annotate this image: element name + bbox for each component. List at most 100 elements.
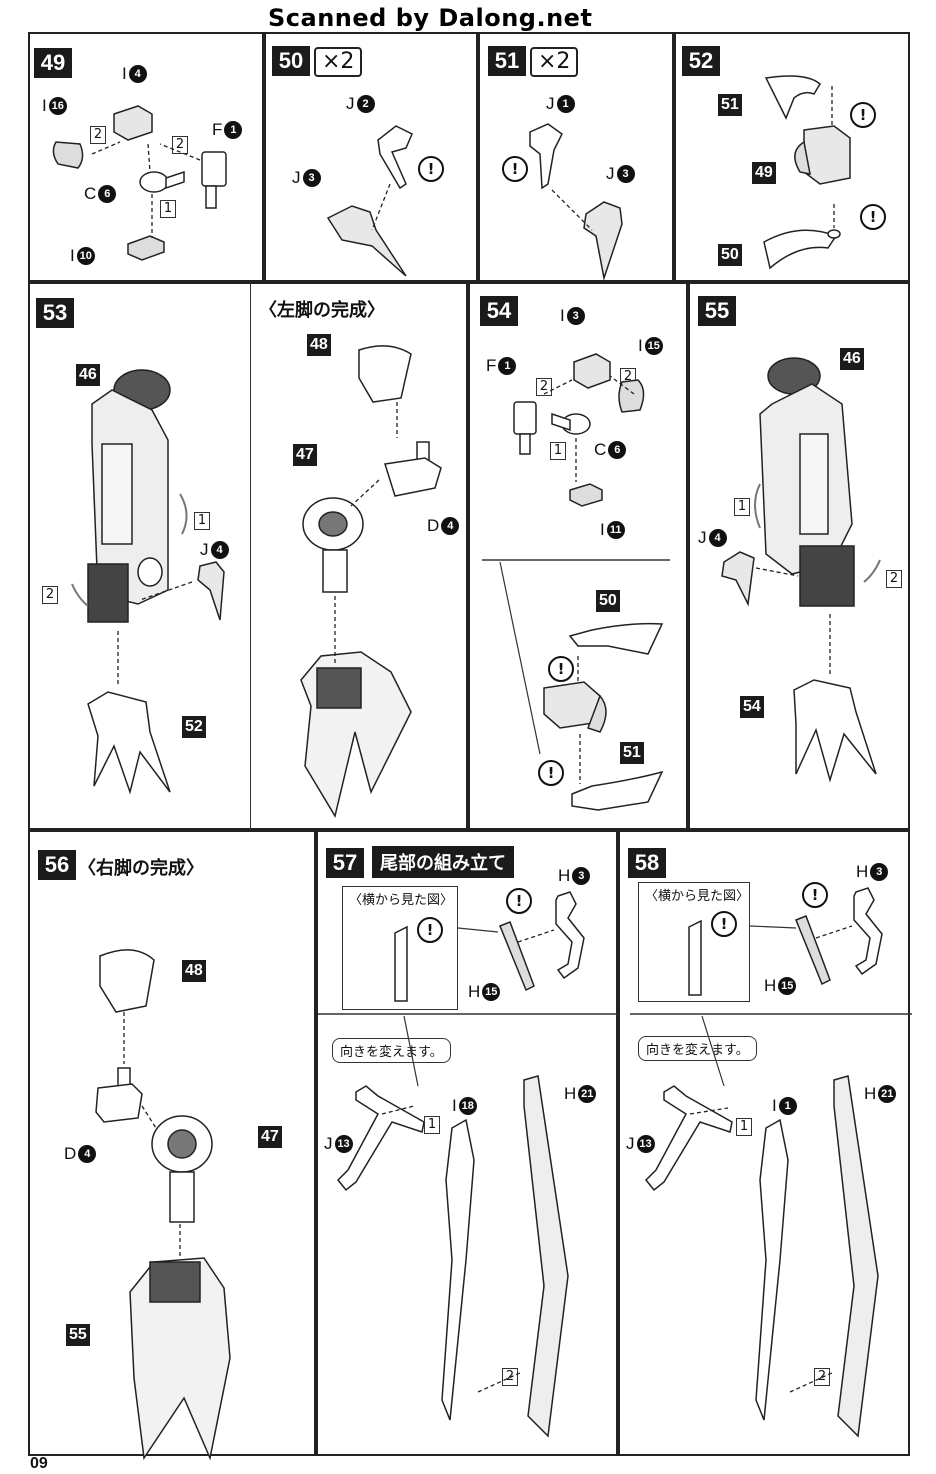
step-number: 49: [34, 48, 72, 78]
section-title: 尾部の組み立て: [372, 846, 514, 878]
ref-step-badge: 46: [840, 348, 864, 370]
step-number: 52: [682, 46, 720, 76]
ref-step-badge: 52: [182, 716, 206, 738]
caution-icon: !: [548, 656, 574, 682]
tail-assembly-drawing: [318, 891, 620, 1438]
ref-step-badge: 54: [740, 696, 764, 718]
order-marker: 1: [736, 1118, 752, 1136]
side-view-drawing: [394, 925, 408, 1002]
order-marker: 2: [536, 378, 552, 396]
step-number: 58: [628, 848, 666, 878]
ref-step-badge: 47: [293, 444, 317, 466]
side-view-caption: 〈横から見た図〉: [349, 893, 454, 908]
caution-icon: !: [417, 917, 443, 943]
step-number: 50: [272, 46, 310, 76]
side-view-inset: 〈横から見た図〉 !: [342, 886, 458, 1010]
order-marker: 2: [90, 126, 106, 144]
caution-icon: !: [802, 882, 828, 908]
ref-step-badge: 47: [258, 1126, 282, 1148]
tail-assembly-drawing: [630, 887, 912, 1438]
ref-step-badge: 51: [718, 94, 742, 116]
caution-icon: !: [850, 102, 876, 128]
order-marker: 1: [550, 442, 566, 460]
page-number: 60: [30, 1453, 48, 1470]
caution-icon: !: [506, 888, 532, 914]
ref-step-badge: 50: [718, 244, 742, 266]
section-title: 〈左脚の完成〉: [259, 300, 385, 321]
leg-completion-drawing: [300, 345, 442, 818]
order-marker: 2: [42, 586, 58, 604]
caution-icon: !: [711, 911, 737, 937]
step-number: 51: [488, 46, 526, 76]
part-assembly-drawing: [52, 105, 227, 261]
order-marker: 1: [424, 1116, 440, 1134]
ref-step-badge: 49: [752, 162, 776, 184]
quantity-multiplier: ×2: [314, 47, 363, 77]
side-view-caption: 〈横から見た図〉: [645, 889, 750, 904]
step-number: 55: [698, 296, 736, 326]
quantity-multiplier: ×2: [530, 47, 579, 77]
step-number: 53: [36, 298, 74, 328]
order-marker: 1: [734, 498, 750, 516]
order-marker: 1: [160, 200, 176, 218]
ref-step-badge: 51: [620, 742, 644, 764]
order-marker: 2: [886, 570, 902, 588]
ref-step-badge: 50: [596, 590, 620, 612]
order-marker: 1: [194, 512, 210, 530]
leg-completion-drawing: [95, 949, 231, 1461]
leg-assembly-drawing: [721, 357, 881, 783]
leg-assembly-drawing: [71, 369, 225, 795]
step-number: 54: [480, 296, 518, 326]
part-assembly-drawing: [326, 125, 413, 277]
ref-step-badge: 48: [307, 334, 331, 356]
side-view-drawing: [688, 919, 702, 996]
ref-step-badge: 46: [76, 364, 100, 386]
section-title: 〈右脚の完成〉: [78, 858, 204, 879]
scan-watermark: Scanned by Dalong.net: [268, 4, 593, 32]
caution-icon: !: [418, 156, 444, 182]
caution-icon: !: [502, 156, 528, 182]
order-marker: 2: [172, 136, 188, 154]
panel-step-52: 52 51 49 50 ! !: [674, 32, 910, 282]
ref-step-badge: 55: [66, 1324, 90, 1346]
side-view-inset: 〈横から見た図〉 !: [638, 882, 750, 1002]
step-number: 57: [326, 848, 364, 878]
part-assembly-drawing: [482, 353, 670, 811]
ref-step-badge: 48: [182, 960, 206, 982]
